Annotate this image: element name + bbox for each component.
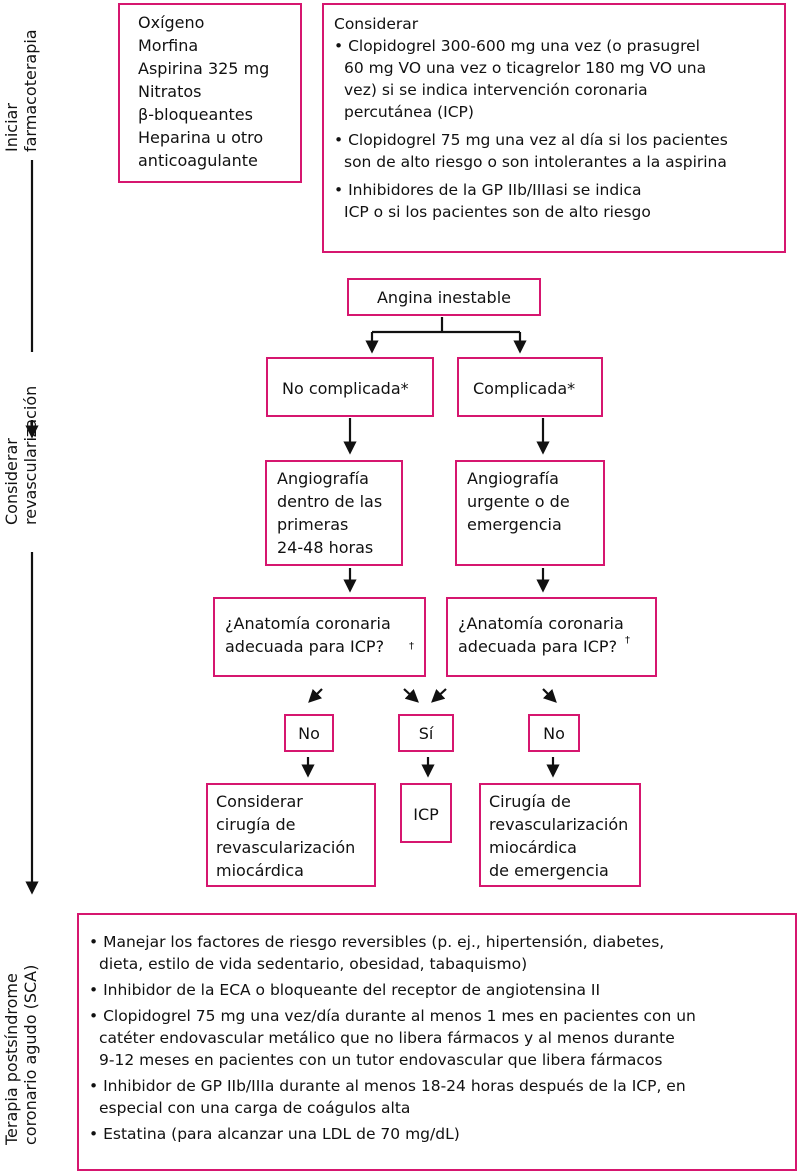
arrow-left-no: [308, 688, 323, 703]
angio-right-line: Angiografía: [467, 469, 559, 488]
post-bullet-4-line: especial con una carga de coágulos alta: [99, 1099, 411, 1117]
anatomy-left-box: ¿Anatomía coronaria adecuada para ICP?: [213, 597, 426, 677]
drug-item: Oxígeno: [138, 13, 205, 32]
arrow-right-yes: [431, 688, 447, 703]
consider-bullet-1-line: 60 mg VO una vez o ticagrelor 180 mg VO …: [344, 59, 707, 77]
consider-bullet-2-line: son de alto riesgo o son intolerantes a …: [344, 153, 727, 171]
dagger-mark-left: †: [409, 641, 414, 652]
angio-left-line: 24-48 horas: [277, 538, 374, 557]
post-bullet-4-line: • Inhibidor de GP IIb/IIIa durante al me…: [89, 1077, 686, 1095]
uncomplicated-box: No complicada*: [266, 357, 434, 417]
surgery-left-box: Considerar cirugía de revascularización …: [206, 783, 376, 887]
dagger-mark-right: †: [625, 635, 630, 646]
angio-right-box: Angiografía urgente o de emergencia: [455, 460, 605, 566]
anatomy-right-box: ¿Anatomía coronaria adecuada para ICP?: [446, 597, 657, 677]
no-left-box: No: [284, 714, 334, 752]
anatomy-right-line: ¿Anatomía coronaria: [458, 614, 624, 633]
consider-bullet-2-line: • Clopidogrel 75 mg una vez al día si lo…: [334, 131, 728, 149]
surgery-right-line: revascularización: [489, 815, 629, 834]
surgery-right-line: Cirugía de: [489, 792, 571, 811]
icp-box: ICP: [400, 783, 452, 843]
arrow-left-yes: [403, 688, 419, 703]
surgery-right-line: de emergencia: [489, 861, 609, 880]
no-left-label: No: [298, 724, 320, 743]
icp-label: ICP: [413, 805, 439, 824]
angio-left-box: Angiografía dentro de las primeras 24-48…: [265, 460, 403, 566]
post-bullet-5-line: • Estatina (para alcanzar una LDL de 70 …: [89, 1125, 460, 1143]
initial-drugs-box: Oxígeno Morfina Aspirina 325 mg Nitratos…: [118, 3, 302, 183]
consider-bullet-1-line: vez) si se indica intervención coronaria: [344, 81, 648, 99]
angina-box: Angina inestable: [347, 278, 541, 316]
surgery-left-line: Considerar: [216, 792, 303, 811]
no-right-label: No: [543, 724, 565, 743]
yes-box: Sí: [398, 714, 454, 752]
drug-item: Morfina: [138, 36, 199, 55]
angio-right-line: emergencia: [467, 515, 562, 534]
complicated-box: Complicada*: [457, 357, 603, 417]
anatomy-left-line: adecuada para ICP?: [225, 637, 385, 656]
consider-bullet-3-line: • Inhibidores de la GP IIb/IIIasi se ind…: [334, 181, 642, 199]
drug-item: Heparina u otro: [138, 128, 264, 147]
angio-right-line: urgente o de: [467, 492, 570, 511]
post-bullet-3-line: 9-12 meses en pacientes con un tutor end…: [99, 1051, 663, 1069]
uncomplicated-label: No complicada*: [282, 379, 409, 398]
post-bullet-3-line: • Clopidogrel 75 mg una vez/día durante …: [89, 1007, 696, 1025]
drug-item: Aspirina 325 mg: [138, 59, 270, 78]
angio-left-line: Angiografía: [277, 469, 369, 488]
anatomy-left-line: ¿Anatomía coronaria: [225, 614, 391, 633]
post-bullet-1-line: • Manejar los factores de riesgo reversi…: [89, 933, 665, 951]
consider-bullet-1-line: percutánea (ICP): [344, 103, 474, 121]
anatomy-right-line: adecuada para ICP?: [458, 637, 618, 656]
no-right-box: No: [528, 714, 580, 752]
post-bullet-2-line: • Inhibidor de la ECA o bloqueante del r…: [89, 981, 601, 999]
angio-left-line: dentro de las: [277, 492, 383, 511]
post-therapy-box: • Manejar los factores de riesgo reversi…: [77, 913, 797, 1171]
yes-label: Sí: [418, 724, 434, 743]
consider-bullet-3-line: ICP o si los pacientes son de alto riesg…: [344, 203, 651, 221]
angio-left-line: primeras: [277, 515, 349, 534]
post-bullet-1-line: dieta, estilo de vida sedentario, obesid…: [99, 955, 528, 973]
surgery-left-line: miocárdica: [216, 861, 304, 880]
drug-item: β-bloqueantes: [138, 105, 253, 124]
surgery-left-line: revascularización: [216, 838, 356, 857]
consider-title: Considerar: [334, 15, 419, 33]
surgery-left-line: cirugía de: [216, 815, 296, 834]
post-bullet-3-line: catéter endovascular metálico que no lib…: [99, 1029, 675, 1047]
drug-item: anticoagulante: [138, 151, 258, 170]
angina-label: Angina inestable: [376, 288, 511, 307]
drug-item: Nitratos: [138, 82, 202, 101]
surgery-right-line: miocárdica: [489, 838, 577, 857]
consider-box: Considerar • Clopidogrel 300-600 mg una …: [322, 3, 786, 253]
surgery-right-box: Cirugía de revascularización miocárdica …: [479, 783, 641, 887]
complicated-label: Complicada*: [473, 379, 576, 398]
arrow-right-no: [542, 688, 557, 703]
consider-bullet-1-line: • Clopidogrel 300-600 mg una vez (o pras…: [334, 37, 700, 55]
